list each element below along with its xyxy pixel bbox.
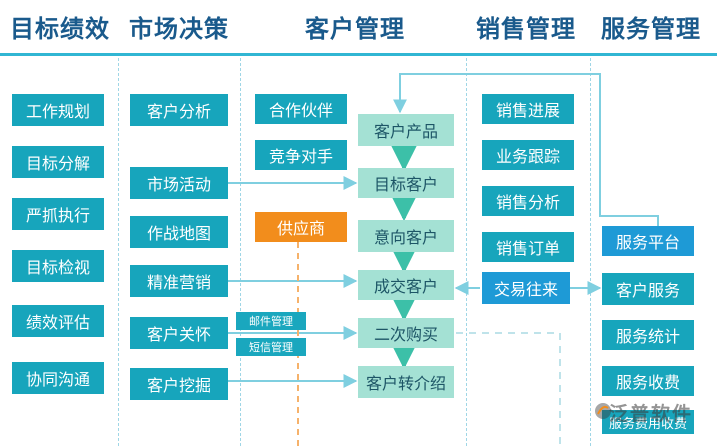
- flow-closed-customers: 成交客户: [358, 270, 454, 300]
- header-service-management: 服务管理: [601, 15, 701, 43]
- partners-box: 合作伙伴: [255, 94, 347, 124]
- service-platform: 服务平台: [602, 226, 694, 256]
- logo-text: 泛普软件: [609, 403, 694, 425]
- sms-management-label: 短信管理: [236, 338, 306, 356]
- goal-collaboration: 协同沟通: [12, 362, 104, 394]
- competitors-box: 竞争对手: [255, 140, 347, 170]
- supplier-box: 供应商: [255, 212, 347, 242]
- goal-target-breakdown: 目标分解: [12, 146, 104, 178]
- service-charging: 服务收费: [602, 366, 694, 396]
- logo-icon: [595, 403, 611, 419]
- service-fee-charging: 服务费用收费: [602, 410, 694, 434]
- column-divider: [240, 58, 241, 446]
- header-customer-management: 客户管理: [305, 15, 405, 43]
- header-divider: [0, 53, 717, 56]
- flow-customer-products: 客户产品: [358, 114, 454, 146]
- goal-strict-execution: 严抓执行: [12, 198, 104, 230]
- service-customer-service: 客户服务: [602, 273, 694, 305]
- email-management-label: 邮件管理: [236, 312, 306, 330]
- flow-target-customers: 目标客户: [358, 168, 454, 198]
- goal-review: 目标检视: [12, 250, 104, 282]
- header-sales-management: 销售管理: [476, 15, 576, 43]
- market-precision-marketing: 精准营销: [130, 265, 228, 297]
- goal-performance-evaluation: 绩效评估: [12, 305, 104, 337]
- header-goal-performance: 目标绩效: [10, 15, 110, 43]
- market-customer-mining: 客户挖掘: [130, 368, 228, 400]
- flow-repeat-purchase: 二次购买: [358, 318, 454, 348]
- flow-customer-referral: 客户转介绍: [358, 366, 454, 398]
- sales-analysis: 销售分析: [482, 186, 574, 216]
- column-divider: [118, 58, 119, 446]
- market-customer-analysis: 客户分析: [130, 94, 228, 126]
- market-activities: 市场活动: [130, 167, 228, 199]
- goal-work-planning: 工作规划: [12, 94, 104, 126]
- column-divider: [590, 58, 591, 446]
- sales-progress: 销售进展: [482, 94, 574, 124]
- sales-orders: 销售订单: [482, 232, 574, 262]
- sales-business-tracking: 业务跟踪: [482, 140, 574, 170]
- flow-prospective-customers: 意向客户: [358, 220, 454, 252]
- market-battle-map: 作战地图: [130, 216, 228, 248]
- sales-transactions: 交易往来: [482, 272, 570, 304]
- service-statistics: 服务统计: [602, 320, 694, 350]
- header-market-decision: 市场决策: [129, 15, 229, 43]
- market-customer-care: 客户关怀: [130, 317, 228, 349]
- column-divider: [466, 58, 467, 446]
